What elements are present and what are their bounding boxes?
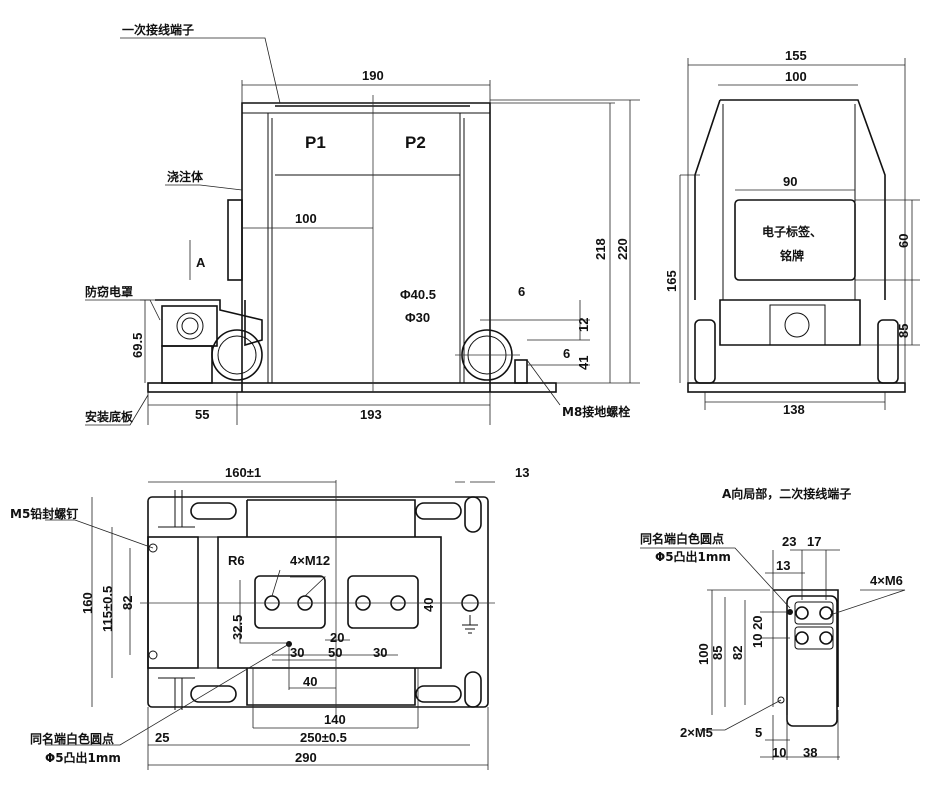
detail-polarity-label-1: 同名端白色圆点 — [640, 531, 724, 546]
plan-base-outline — [147, 496, 489, 708]
dim-17: 17 — [807, 534, 821, 549]
dim-220: 220 — [615, 238, 630, 260]
detail-title: A向局部，二次接线端子 — [722, 486, 851, 501]
p1-busbar — [254, 575, 326, 629]
dim-85-detail: 85 — [710, 646, 725, 660]
dim-4xm6: 4×M6 — [870, 573, 903, 588]
left-primary-circle — [211, 329, 263, 381]
ground-bolt-label: M8接地螺栓 — [562, 404, 630, 419]
terminal-p1-label: P1 — [305, 133, 326, 152]
dim-20: 20 — [330, 630, 344, 645]
dim-10: 10 — [772, 745, 786, 760]
polarity-dot-label-2: Φ5凸出1mm — [45, 750, 121, 765]
dim-140: 140 — [324, 712, 346, 727]
front-view: P1 P2 一次接线端子 浇注体 防窃电罩 安装底板 M8接地螺栓 A 190 … — [85, 22, 640, 426]
nameplate — [734, 199, 856, 281]
dim-160-1: 160±1 — [225, 465, 261, 480]
dim-2xm5: 2×M5 — [680, 725, 713, 740]
dim-6-bottom: 6 — [563, 346, 570, 361]
dim-13: 13 — [515, 465, 529, 480]
dim-23: 23 — [782, 534, 796, 549]
dim-85-side: 85 — [896, 324, 911, 338]
dim-25: 25 — [155, 730, 169, 745]
dim-41: 41 — [576, 356, 591, 370]
nameplate-label-2: 铭牌 — [780, 248, 804, 263]
dim-138: 138 — [783, 402, 805, 417]
mounting-plate-label: 安装底板 — [85, 409, 134, 424]
nameplate-label-1: 电子标签、 — [762, 224, 822, 239]
cast-body-outline — [241, 102, 491, 392]
dim-100: 100 — [295, 211, 317, 226]
dim-115: 115±0.5 — [100, 586, 115, 632]
dim-82: 82 — [120, 596, 135, 610]
primary-terminal-label: 一次接线端子 — [122, 22, 194, 37]
dim-160: 160 — [80, 592, 95, 614]
dim-13-detail: 13 — [776, 558, 790, 573]
dim-100-detail: 100 — [696, 643, 711, 665]
dim-30-left: 30 — [290, 645, 304, 660]
mounting-plate — [147, 382, 557, 393]
dim-38: 38 — [803, 745, 817, 760]
dim-10-20: 10 20 — [750, 615, 765, 648]
cast-body-label: 浇注体 — [167, 169, 204, 184]
dim-55: 55 — [195, 407, 209, 422]
dim-40-horizontal: 40 — [303, 674, 317, 689]
dim-30-right: 30 — [373, 645, 387, 660]
dim-250: 250±0.5 — [300, 730, 347, 745]
dim-90: 90 — [783, 174, 797, 189]
anti-theft-cover — [155, 299, 263, 347]
dim-12: 12 — [576, 318, 591, 332]
dim-165: 165 — [664, 270, 679, 292]
polarity-dot-label-1: 同名端白色圆点 — [30, 731, 114, 746]
view-a-arrow-label: A — [196, 255, 206, 270]
side-view: 电子标签、 铭牌 155 100 90 60 85 165 138 — [664, 48, 920, 417]
seal-screw-label: M5铅封螺钉 — [10, 506, 78, 521]
dim-69-5: 69.5 — [130, 333, 145, 358]
dim-6-top: 6 — [518, 284, 525, 299]
anti-theft-cover-label: 防窃电罩 — [85, 284, 133, 299]
terminal-p2-label: P2 — [405, 133, 426, 152]
dim-50: 50 — [328, 645, 342, 660]
dim-193: 193 — [360, 407, 382, 422]
dim-phi-30: Φ30 — [405, 310, 430, 325]
detail-view: A向局部，二次接线端子 同名端白色圆点 Φ5凸出1mm 4×M6 2×M5 23… — [640, 486, 906, 760]
p2-busbar — [347, 575, 419, 629]
ground-icon — [462, 615, 478, 634]
dim-40-vertical: 40 — [421, 598, 436, 612]
dim-5: 5 — [755, 725, 762, 740]
dim-phi-40-5: Φ40.5 — [400, 287, 436, 302]
detail-polarity-label-2: Φ5凸出1mm — [655, 549, 731, 564]
dim-100-side: 100 — [785, 69, 807, 84]
dim-32-5: 32.5 — [230, 615, 245, 640]
plan-view: M5铅封螺钉 同名端白色圆点 Φ5凸出1mm 160±1 13 160 115±… — [10, 465, 529, 770]
dim-60: 60 — [896, 234, 911, 248]
terminal-block — [786, 595, 838, 727]
dim-155: 155 — [785, 48, 807, 63]
dim-190: 190 — [362, 68, 384, 83]
dim-4xm12: 4×M12 — [290, 553, 330, 568]
ground-bolt — [514, 359, 528, 384]
dim-82-detail: 82 — [730, 646, 745, 660]
dim-r6: R6 — [228, 553, 245, 568]
dim-218: 218 — [593, 238, 608, 260]
dim-290: 290 — [295, 750, 317, 765]
